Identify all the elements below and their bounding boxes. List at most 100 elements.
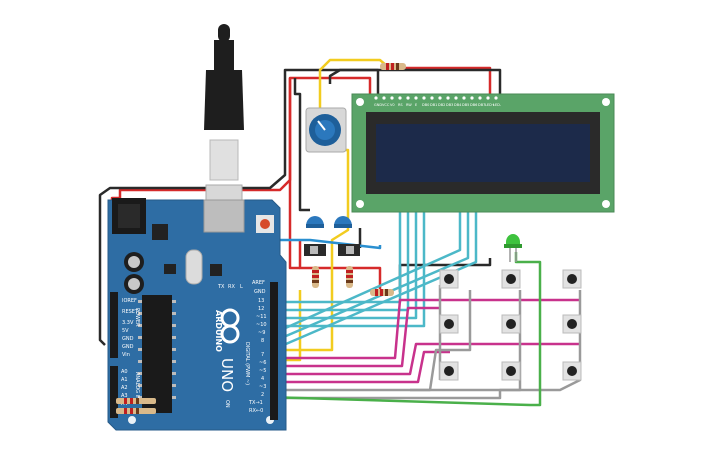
analog-header [110,366,118,418]
lcd-pin-db7: DB7 [478,103,485,107]
resistor-icon[interactable] [346,266,353,288]
push-button-icon[interactable] [562,314,582,334]
pin-vin: Vin [122,352,130,358]
resistor-icon[interactable] [380,63,406,70]
pin-d4: 4 [261,376,264,382]
push-button-icon[interactable] [501,361,521,381]
resistor-icon[interactable] [312,266,319,288]
lcd-pin-ledp: LED+ [485,103,495,107]
lcd-pin-ledn: LED- [493,103,502,107]
lcd-pin-db1: DB1 [430,103,437,107]
wire-cyan-4 [272,210,426,328]
led-icon[interactable] [504,234,522,262]
slide-switch-icon[interactable] [338,244,360,256]
pin-d10: ~10 [256,322,267,328]
model-label: UNO [218,358,236,392]
lcd-pin-gnd: GND [374,103,382,107]
lcd-16x2: GND VCC V0 RS RW E DB0 DB1 DB2 DB3 DB4 D… [351,93,615,213]
lcd-pin-e: E [415,103,417,107]
keypad [439,269,582,381]
push-button-icon[interactable] [562,269,582,289]
push-button-icon[interactable] [439,314,459,334]
power-header [110,292,118,358]
pin-3v3: 3.3V [122,320,134,326]
push-button-icon[interactable] [439,269,459,289]
potentiometer-icon[interactable] [305,107,347,153]
usb-socket [203,199,245,233]
pin-gnd-top: GND [254,289,266,295]
usb-plug-icon [204,24,244,225]
tx-led-label: TX [217,284,225,290]
digital-pin-labels: 13 12 ~11 ~10 ~9 8 7 ~6 ~5 4 ~3 2 TX→1 R… [248,298,267,414]
on-led-label: ON [224,400,230,408]
pin-a3: A3 [121,393,128,399]
lcd-pin-db0: DB0 [422,103,429,107]
lcd-pin-db2: DB2 [438,103,445,107]
wire-red-switch [298,240,382,292]
wire-cyan-7 [271,210,478,352]
sensor-dome-1[interactable] [306,216,324,228]
push-button-icon[interactable] [562,361,582,381]
pin-d0: RX←0 [249,408,263,414]
digital-pwm-label: DIGITAL (PWM ~) [244,342,250,385]
pin-d1: TX→1 [248,400,263,406]
lcd-screen [376,124,590,182]
pin-reset: RESET [122,309,139,315]
wire-black-pot [293,78,310,212]
pin-gnd-1: GND [122,336,134,342]
wire-gray-3 [410,290,582,392]
lcd-pin-db4: DB4 [454,103,462,107]
lcd-pin-rw: RW [406,103,412,107]
brand-label: ARDUINO [214,310,223,352]
lcd-pin-db3: DB3 [446,103,453,107]
wire-black-lcd [328,68,380,96]
wire-red-lcd-led [400,66,492,96]
pin-a0: A0 [121,369,128,375]
wire-cyan-3 [272,210,418,320]
wire-cyan-5 [271,210,462,336]
atmega-chip [142,295,172,413]
slide-switch-icon[interactable] [304,244,326,256]
pin-d5: ~5 [259,368,266,374]
power-label: POWER [134,308,140,327]
lcd-pin-v0: V0 [390,103,395,107]
wire-gray-1 [272,290,472,392]
lcd-pin-rs: RS [398,103,403,107]
push-button-icon[interactable] [501,269,521,289]
wire-magenta-1 [272,298,580,360]
pin-d8: 8 [261,338,264,344]
rx-led-label: RX [228,284,235,290]
lcd-pin-row: GND VCC V0 RS RW E DB0 DB1 DB2 DB3 DB4 D… [374,96,502,107]
wire-magenta-4 [272,350,450,384]
pin-d3: ~3 [259,384,266,390]
pin-d9: ~9 [258,330,265,336]
wire-magenta-3 [272,342,580,376]
arduino-uno[interactable]: IOREF RESET 3.3V 5V GND GND Vin POWER AN… [107,198,287,431]
sensor-dome-2[interactable] [334,216,352,228]
pin-d6: ~6 [259,360,266,366]
pin-d11: ~11 [256,314,267,320]
lcd-pin-db5: DB5 [462,103,469,107]
pin-d13: 13 [258,298,264,304]
push-button-icon[interactable] [501,314,521,334]
arduino-logo-icon [220,308,240,344]
wire-cyan-6 [271,210,470,344]
lcd-pin-vcc: VCC [382,103,390,107]
wire-red-top [288,78,300,270]
wire-black-gnd [98,68,502,346]
resistor-icon[interactable] [370,289,394,296]
pin-d12: 12 [258,306,264,312]
analog-label: ANALOG IN [134,372,140,400]
pin-d7: 7 [261,352,264,358]
pin-a2: A2 [121,385,128,391]
push-button-icon[interactable] [439,361,459,381]
pin-5v: 5V [122,328,129,334]
pin-gnd-2: GND [122,344,134,350]
wire-yellow-pot [318,58,388,110]
lcd-pin-db6: DB6 [470,103,477,107]
pin-aref: AREF [252,280,265,286]
l-led-label: L [240,284,243,290]
digital-header [270,282,278,420]
pin-ioref: IOREF [122,298,137,304]
